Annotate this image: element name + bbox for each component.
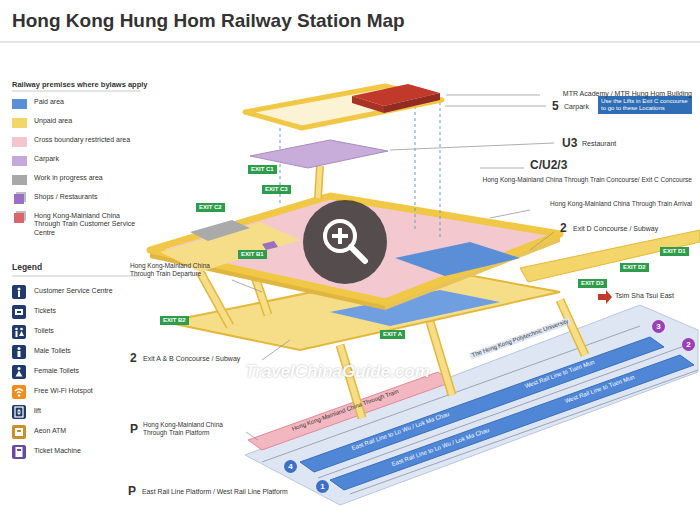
level-label: Hong Kong-Mainland China Through Train C… <box>420 176 692 184</box>
exit-sign: EXIT C3 <box>262 185 291 194</box>
legend-text: Ticket Machine <box>34 447 81 455</box>
level-number: C/U2/3 <box>530 158 567 172</box>
level-number: P <box>128 484 136 498</box>
legend-text: Aeon ATM <box>34 427 66 435</box>
legend-swatch <box>12 118 27 128</box>
exit-sign: EXIT B1 <box>238 250 267 259</box>
node-text: EXIT A <box>383 331 402 338</box>
node-text: EXIT C2 <box>199 204 222 211</box>
exit-sign: EXIT D3 <box>578 279 607 288</box>
node-text: 3 <box>656 323 660 331</box>
node-text: 2 <box>686 341 690 349</box>
legend-text: Carpark <box>34 155 59 163</box>
legend-heading: Railway premises where bylaws apply <box>12 80 147 89</box>
level-label: Exit A & B Concourse / Subway <box>143 355 240 363</box>
legend-icon <box>12 405 26 419</box>
level-number: P <box>130 422 138 436</box>
exit-sign: EXIT C2 <box>196 203 225 212</box>
node-text: EXIT D3 <box>581 280 604 287</box>
platform-number: 2 <box>682 338 695 351</box>
map-title: Hong Kong Hung Hom Railway Station Map <box>12 10 405 33</box>
legend-swatch <box>14 213 24 223</box>
watermark: TravelChinaGuide.com <box>245 362 430 382</box>
exit-sign: EXIT B2 <box>160 316 189 325</box>
legend-icon <box>12 325 26 339</box>
legend-text: Female Toilets <box>34 367 79 375</box>
level-label: Hong Kong-Mainland China Through Train P… <box>143 421 241 437</box>
level-label: Exit D Concourse / Subway <box>573 225 658 233</box>
level-number: 2 <box>560 221 567 235</box>
note-box: Use the Lifts in Exit C concourse to go … <box>598 96 692 114</box>
level-label: MTR Academy / MTR Hung Hom Building <box>440 90 692 98</box>
node-text: 1 <box>320 483 324 491</box>
legend-text: Shops / Restaurants <box>34 193 97 201</box>
legend-text: Work in progress area <box>34 174 103 182</box>
legend-text: lift <box>34 407 41 415</box>
exit-sign: EXIT D2 <box>620 263 649 272</box>
level-label: Carpark <box>564 103 589 111</box>
exit-sign: EXIT A <box>380 330 405 339</box>
level-number: 2 <box>130 351 137 365</box>
legend-icon <box>12 305 26 319</box>
legend-icon <box>12 445 26 459</box>
legend-icon <box>12 345 26 359</box>
legend-text: Paid area <box>34 98 64 106</box>
direction-label: Tsim Sha Tsui East <box>615 292 674 300</box>
legend-text: Hong Kong-Mainland China Through Train C… <box>34 212 142 237</box>
legend-icon <box>12 365 26 379</box>
platform-number: 3 <box>652 320 665 333</box>
node-text: EXIT B1 <box>241 251 264 258</box>
exit-sign: EXIT C1 <box>248 165 277 174</box>
legend-icon <box>12 385 26 399</box>
node-text: EXIT D1 <box>663 248 686 255</box>
legend-swatch <box>12 99 27 109</box>
legend-icon <box>12 425 26 439</box>
platform-number: 4 <box>284 460 297 473</box>
level-label: Restaurant <box>582 140 616 148</box>
legend-heading: Legend <box>12 262 42 272</box>
level-number: 5 <box>552 99 559 113</box>
node-text: Use the Lifts in Exit C concourse to go … <box>601 98 689 112</box>
legend-text: Toilets <box>34 327 54 335</box>
exit-sign: EXIT D1 <box>660 247 689 256</box>
legend-swatch <box>12 137 27 147</box>
legend-swatch <box>12 156 27 166</box>
platform-number: 1 <box>316 480 329 493</box>
legend-swatch <box>12 175 27 185</box>
legend-text: Cross boundary restricted area <box>34 136 130 144</box>
level-label: Hong Kong-Mainland China Through Train D… <box>130 262 230 278</box>
legend-text: Male Toilets <box>34 347 71 355</box>
legend-swatch <box>14 194 24 204</box>
level-label: Hong Kong-Mainland China Through Train A… <box>420 200 692 208</box>
legend-text: Unpaid area <box>34 117 72 125</box>
legend-icon <box>12 285 26 299</box>
legend-text: Tickets <box>34 307 56 315</box>
legend-text: Free Wi-Fi Hotspot <box>34 387 93 395</box>
node-text: EXIT B2 <box>163 317 186 324</box>
node-text: EXIT C3 <box>265 186 288 193</box>
level-label: East Rail Line Platform / West Rail Line… <box>142 488 288 496</box>
legend-text: Customer Service Centre <box>34 287 113 295</box>
level-number: U3 <box>562 136 577 150</box>
node-text: 4 <box>288 463 292 471</box>
node-text: EXIT C1 <box>251 166 274 173</box>
node-text: EXIT D2 <box>623 264 646 271</box>
